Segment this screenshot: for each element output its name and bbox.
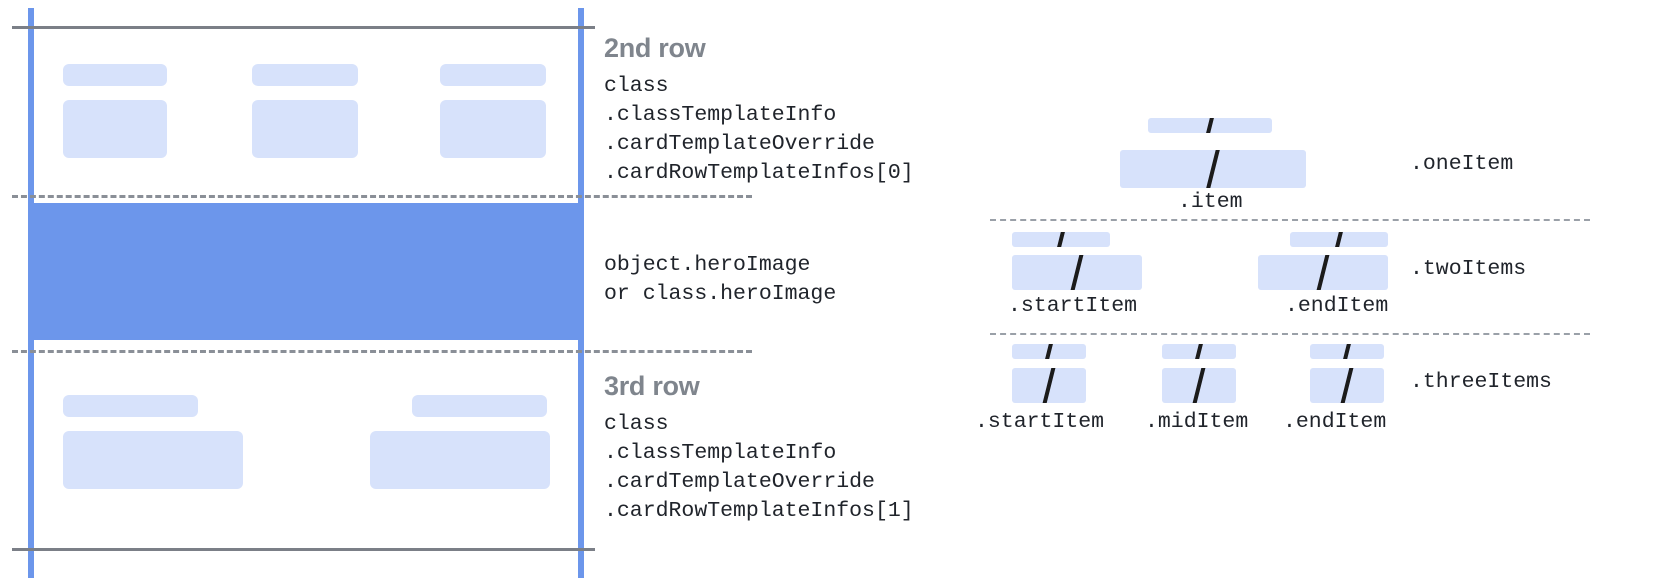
card-bottom-rule bbox=[12, 548, 595, 551]
two-items-end-chip-body bbox=[1258, 255, 1388, 290]
hero-row-code: object.heroImage or class.heroImage bbox=[604, 253, 837, 306]
second-row-cell-1-title bbox=[63, 64, 167, 86]
row-separator-top bbox=[12, 195, 752, 198]
two-items-end-chip-top bbox=[1290, 232, 1388, 247]
three-items-end-label: .endItem bbox=[1283, 410, 1387, 434]
one-item-group-label: .oneItem bbox=[1410, 152, 1514, 176]
three-items-end-chip-top bbox=[1310, 344, 1384, 359]
two-items-group-label: .twoItems bbox=[1410, 257, 1527, 281]
second-row-cell-1-body bbox=[63, 100, 167, 158]
slash-icon bbox=[1044, 344, 1054, 359]
two-items-end-label: .endItem bbox=[1285, 294, 1389, 318]
one-item-chip-body bbox=[1120, 150, 1306, 188]
second-row-cell-2-body bbox=[252, 100, 358, 158]
third-row-cell-2-title bbox=[412, 395, 547, 417]
item-separator-1 bbox=[990, 219, 1590, 221]
card-template-mock bbox=[0, 0, 752, 584]
slash-icon bbox=[1316, 255, 1330, 290]
third-row-cell-1-title bbox=[63, 395, 198, 417]
three-items-mid-chip-top bbox=[1162, 344, 1236, 359]
slash-icon bbox=[1342, 344, 1352, 359]
second-row-cell-3-body bbox=[440, 100, 546, 158]
three-items-mid-label: .midItem bbox=[1145, 410, 1249, 434]
slash-icon bbox=[1205, 150, 1221, 188]
second-row-code: class .classTemplateInfo .cardTemplateOv… bbox=[604, 74, 914, 185]
second-row-cell-2-title bbox=[252, 64, 358, 86]
row-separator-bottom bbox=[12, 350, 752, 353]
item-layout-panel: .item .oneItem .startItem .endItem .twoI… bbox=[960, 0, 1676, 584]
third-row-cell-2-body bbox=[370, 431, 550, 489]
slash-icon bbox=[1194, 344, 1204, 359]
two-items-start-chip-body bbox=[1012, 255, 1142, 290]
second-row-title: 2nd row bbox=[604, 33, 706, 63]
one-item-chip-top bbox=[1148, 118, 1272, 133]
slash-icon bbox=[1205, 118, 1215, 133]
slash-icon bbox=[1192, 368, 1206, 403]
item-separator-2 bbox=[990, 333, 1590, 335]
one-item-label: .item bbox=[1178, 190, 1243, 214]
three-items-mid-chip-body bbox=[1162, 368, 1236, 403]
third-row-code: class .classTemplateInfo .cardTemplateOv… bbox=[604, 412, 914, 523]
three-items-start-chip-top bbox=[1012, 344, 1086, 359]
slash-icon bbox=[1042, 368, 1056, 403]
three-items-start-label: .startItem bbox=[975, 410, 1105, 434]
card-top-rule bbox=[12, 26, 595, 29]
two-items-start-chip-top bbox=[1012, 232, 1110, 247]
slash-icon bbox=[1070, 255, 1084, 290]
three-items-start-chip-body bbox=[1012, 368, 1086, 403]
third-row-cell-1-body bbox=[63, 431, 243, 489]
card-right-rail bbox=[578, 8, 584, 578]
three-items-group-label: .threeItems bbox=[1410, 370, 1552, 394]
slash-icon bbox=[1334, 232, 1344, 247]
slash-icon bbox=[1056, 232, 1066, 247]
second-row-cell-3-title bbox=[440, 64, 546, 86]
hero-image-band bbox=[31, 203, 581, 340]
slash-icon bbox=[1340, 368, 1354, 403]
two-items-start-label: .startItem bbox=[1008, 294, 1138, 318]
three-items-end-chip-body bbox=[1310, 368, 1384, 403]
third-row-title: 3rd row bbox=[604, 371, 700, 401]
